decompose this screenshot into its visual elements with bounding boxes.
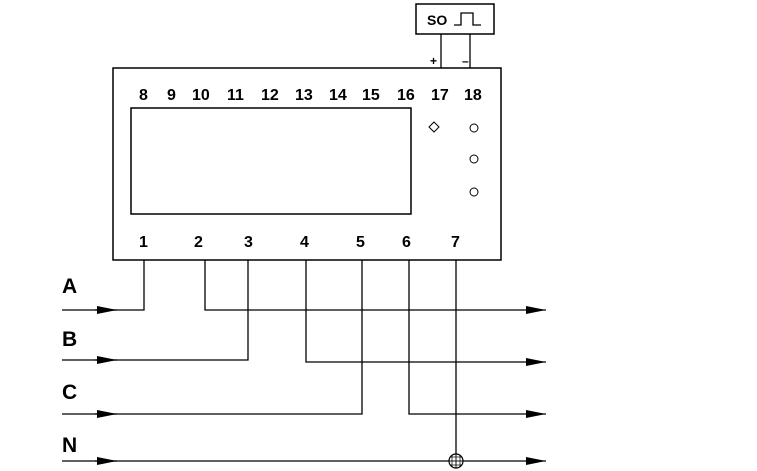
wire-b-in [62,260,249,361]
pulse-waveform-icon [454,12,481,26]
terminal-label: 16 [397,87,415,104]
terminal-label: 4 [300,234,309,251]
indicator-leds [428,121,479,197]
terminal-label: 18 [464,87,482,104]
meter-display [130,107,412,215]
terminal-label: 13 [295,87,313,104]
terminal-label: 15 [362,87,380,104]
pulse-output-box [415,3,495,35]
wire-a-in [62,260,145,311]
neutral-label-n: N [62,434,77,457]
phase-label-a: A [62,275,77,298]
wire-a-out [204,260,546,314]
phase-label-c: C [62,381,77,404]
terminal-label: 12 [261,87,279,104]
terminal-label: 7 [451,234,460,251]
led-circle-icon [469,154,479,164]
so-plus-sign: + [430,54,437,68]
diamond-led-icon [428,121,440,133]
wire-c-in [62,260,363,415]
terminal-label: 3 [244,234,253,251]
terminal-label: 2 [194,234,203,251]
terminal-label: 6 [402,234,411,251]
so-minus-sign: – [462,54,469,68]
phase-label-b: B [62,328,77,351]
neutral-junction-icon [448,453,464,469]
pulse-output-label: SO [427,12,447,28]
bottom-terminal-labels: 1 2 3 4 5 6 7 [139,234,460,251]
meter-body [112,67,502,261]
led-circle-icon [469,123,479,133]
terminal-label: 9 [167,87,176,104]
terminal-label: 1 [139,234,148,251]
led-circle-icon [469,187,479,197]
wire-b-out [305,260,546,366]
terminal-label: 10 [192,87,210,104]
terminal-label: 11 [227,87,244,104]
wire-c-out [408,260,546,418]
top-terminal-labels: 8 9 10 11 12 13 14 15 16 17 18 [139,87,482,104]
terminal-label: 8 [139,87,148,104]
terminal-label: 17 [431,87,449,104]
pulse-output-module: SO + – [415,3,495,68]
terminal-label: 14 [329,87,347,104]
terminal-label: 5 [356,234,365,251]
